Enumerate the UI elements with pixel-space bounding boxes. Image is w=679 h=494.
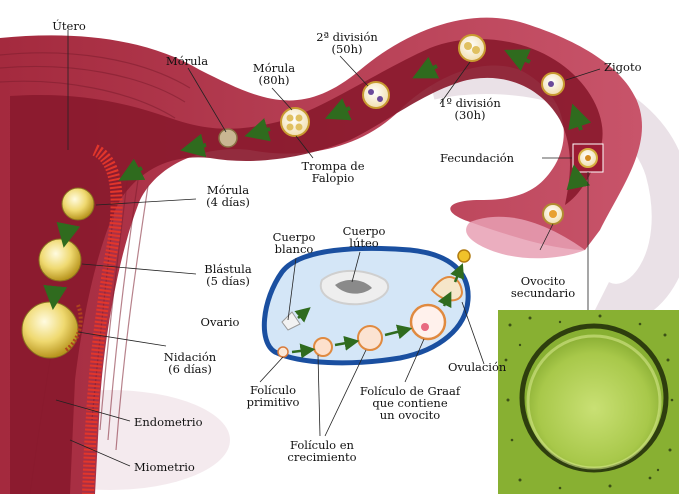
label-ovario: Ovario bbox=[190, 316, 250, 328]
label-2-division: 2ª división (50h) bbox=[308, 31, 386, 55]
morula-cell bbox=[219, 129, 237, 147]
label-blastula: Blástula (5 días) bbox=[193, 263, 263, 287]
segunda-division-cell bbox=[363, 82, 389, 108]
primera-division-cell bbox=[459, 35, 485, 61]
label-cuerpo-blanco: Cuerpo blanco bbox=[264, 231, 324, 255]
ovulated-oocyte bbox=[458, 250, 470, 262]
graaf-oocyte bbox=[421, 323, 429, 331]
label-1-division: 1º división (30h) bbox=[430, 97, 510, 121]
label-fecundacion: Fecundación bbox=[440, 152, 540, 164]
label-foliculo-primitivo: Folículo primitivo bbox=[228, 384, 318, 408]
follicle-growing-2 bbox=[358, 326, 382, 350]
label-miometrio: Miometrio bbox=[134, 461, 234, 473]
label-morula-80h: Mórula (80h) bbox=[242, 62, 306, 86]
follicle-primitive bbox=[278, 347, 288, 357]
label-cuerpo-luteo: Cuerpo lúteo bbox=[334, 225, 394, 249]
label-zigoto: Zigoto bbox=[604, 61, 664, 73]
label-morula-4dias: Mórula (4 días) bbox=[193, 184, 263, 208]
label-endometrio: Endometrio bbox=[134, 416, 234, 428]
label-ovocito-secundario: Ovocito secundario bbox=[498, 275, 588, 299]
micrograph-inset bbox=[498, 310, 679, 494]
follicle-graaf bbox=[411, 305, 445, 339]
morula-80h-cell bbox=[281, 108, 309, 136]
label-foliculo-graaf: Folículo de Graaf que contiene un ovocit… bbox=[345, 385, 475, 421]
follicle-growing-1 bbox=[314, 338, 332, 356]
morula-4dias-cell bbox=[62, 188, 94, 220]
label-ovulacion: Ovulación bbox=[448, 361, 528, 373]
label-nidacion: Nidación (6 días) bbox=[155, 351, 225, 375]
label-trompa: Trompa de Falopio bbox=[288, 160, 378, 184]
label-morula: Mórula bbox=[155, 55, 219, 67]
label-utero: Útero bbox=[44, 20, 94, 32]
blastula-cell bbox=[39, 239, 81, 281]
nidacion-cell bbox=[22, 302, 78, 358]
label-foliculo-crecimiento: Folículo en crecimiento bbox=[272, 439, 372, 463]
